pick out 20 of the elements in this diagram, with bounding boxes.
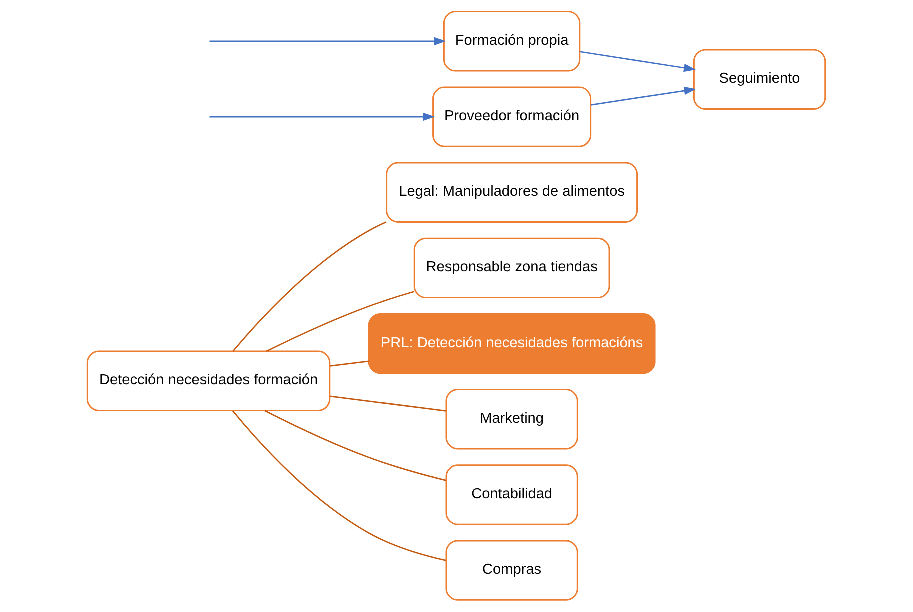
arrow — [580, 51, 696, 72]
node-box: PRL: Detección necesidades formacións — [368, 313, 656, 374]
node-box: Marketing — [446, 389, 578, 450]
node-box: Compras — [446, 540, 578, 601]
connector — [264, 410, 446, 482]
connector — [330, 396, 446, 412]
connector — [266, 291, 415, 352]
connector — [232, 410, 446, 562]
node-box: Formación propia — [443, 11, 581, 72]
node-box: Seguimiento — [693, 49, 826, 110]
node-box: Proveedor formación — [432, 86, 592, 148]
node-box: Contabilidad — [446, 464, 578, 526]
node-box: Legal: Manipuladores de alimentos — [386, 162, 638, 223]
arrow — [591, 86, 696, 106]
node-box: Detección necesidades formación — [86, 350, 331, 412]
connector — [330, 360, 370, 367]
arrow — [210, 112, 436, 122]
node-box: Responsable zona tiendas — [414, 238, 610, 299]
arrow — [210, 37, 446, 46]
connector — [232, 222, 387, 352]
